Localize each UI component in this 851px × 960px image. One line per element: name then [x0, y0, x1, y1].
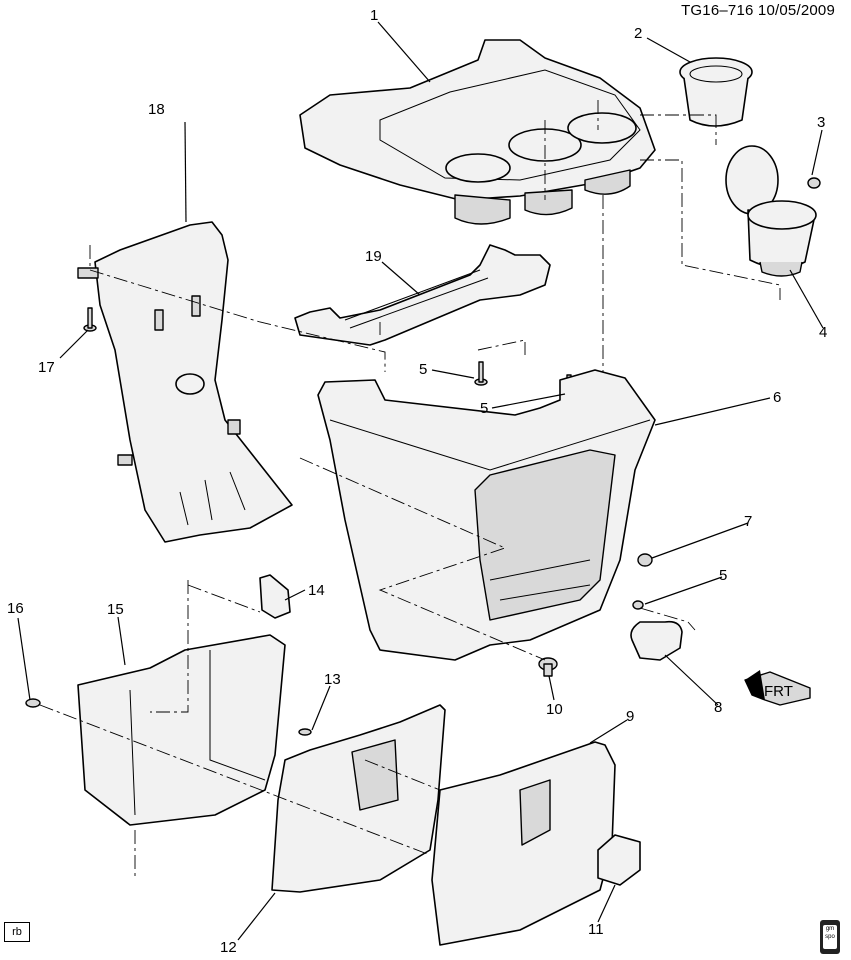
part-4-ashtray-assembly [725, 145, 817, 277]
callout-1: 1 [370, 7, 378, 24]
author-initials-box: rb [4, 922, 30, 942]
callout-15: 15 [107, 601, 124, 618]
callout-9: 9 [626, 708, 634, 725]
callout-6: 6 [773, 389, 781, 406]
part-14-clip-bracket [259, 574, 291, 619]
part-19-bracket [294, 244, 551, 346]
callout-8: 8 [714, 699, 722, 716]
callout-18: 18 [148, 101, 165, 118]
part-17-screw [83, 307, 97, 332]
callout-10: 10 [546, 701, 563, 718]
callout-14: 14 [308, 582, 325, 599]
diagram-reference-code: TG16–716 10/05/2009 [681, 2, 835, 19]
part-3-plug [807, 177, 821, 189]
part-18-side-panel [77, 221, 293, 543]
callout-2: 2 [634, 25, 642, 42]
part-9-door-panel [431, 741, 616, 946]
part-2-cup-holder-insert [679, 57, 753, 127]
front-direction-arrow: FRT [744, 670, 811, 706]
callout-17: 17 [38, 359, 55, 376]
leader-lines [17, 21, 824, 941]
part-15-storage-bin [77, 634, 286, 826]
part-13-screw [298, 728, 312, 736]
part-10-bolt [538, 657, 558, 677]
alignment-lines [39, 100, 781, 880]
callout-5-c: 5 [719, 567, 727, 584]
callout-16: 16 [7, 600, 24, 617]
callout-3: 3 [817, 114, 825, 131]
part-6-console-housing [317, 369, 656, 661]
front-direction-label: FRT [764, 683, 793, 700]
part-1-console-top [299, 39, 656, 225]
part-7-clip [637, 553, 653, 567]
callout-19: 19 [365, 248, 382, 265]
part-12-side-trim-panel [271, 704, 446, 893]
callout-11: 11 [588, 921, 604, 938]
callout-5-a: 5 [419, 361, 427, 378]
gm-spo-logo: gm spo [820, 920, 840, 954]
callout-7: 7 [744, 513, 752, 530]
callout-13: 13 [324, 671, 341, 688]
part-11-latch [597, 834, 641, 886]
part-5-screw-a [474, 361, 488, 386]
callout-numbers: 1 2 3 4 5 5 5 6 7 8 9 10 11 12 13 14 15 … [7, 7, 827, 956]
callout-4: 4 [819, 324, 827, 341]
callout-12: 12 [220, 939, 237, 956]
part-5-screw-c [632, 600, 644, 610]
gm-spo-logo-text: gm spo [823, 925, 837, 949]
part-16-screw [25, 698, 41, 708]
callout-5-b: 5 [480, 400, 488, 417]
part-8-handle-bracket [630, 620, 683, 661]
